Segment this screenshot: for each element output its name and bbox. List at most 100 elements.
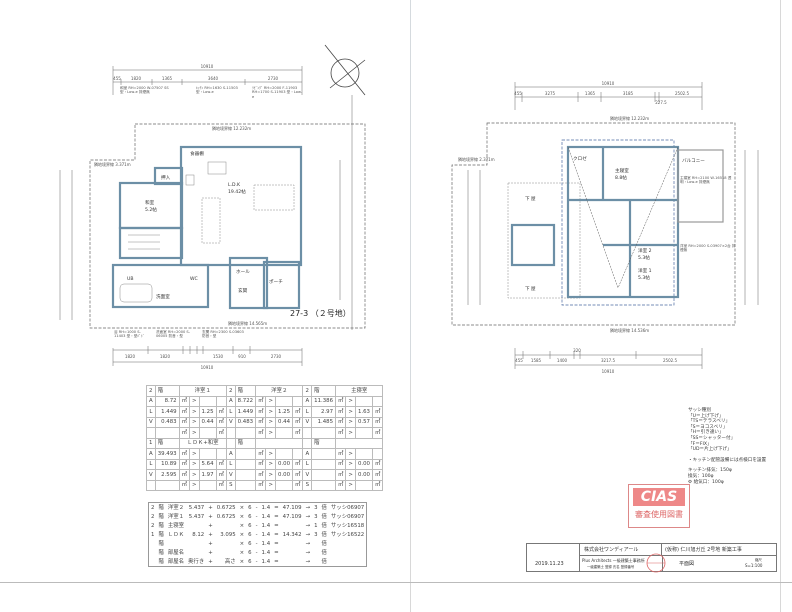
floor-unit: 階	[154, 385, 180, 397]
area-value	[234, 479, 257, 491]
vent-cell: -	[255, 513, 258, 520]
required-value: 0.00	[354, 458, 373, 470]
room-label-bath: UB	[127, 276, 134, 282]
gt: >	[189, 479, 200, 491]
unit: ㎡	[255, 448, 267, 460]
walls	[510, 145, 680, 299]
unit: ㎡	[255, 427, 267, 439]
vent-cell: 部屋名	[167, 549, 185, 556]
vent-cell: 1	[151, 531, 155, 538]
roof-outline	[507, 182, 581, 299]
required-value: 0.00	[354, 469, 373, 481]
dim: 1400	[557, 358, 568, 363]
vent-cell	[149, 539, 157, 548]
balcony	[677, 149, 724, 223]
vent-cell: ×	[239, 549, 245, 556]
sheet-bottom-line	[0, 582, 792, 583]
required-value	[198, 395, 217, 407]
vent-cell: 6	[248, 513, 252, 520]
gt: >	[345, 479, 356, 491]
gt: >	[345, 416, 356, 428]
area-value: 39.493	[154, 448, 180, 460]
gt: >	[189, 448, 200, 460]
vent-cell: 倍	[321, 513, 327, 520]
vent-cell: 3	[314, 504, 318, 511]
floor-unit: 階	[311, 437, 337, 449]
required-value	[354, 427, 373, 439]
required-value	[275, 395, 294, 407]
room-label-hall: ホール	[236, 269, 250, 275]
unit: ㎡	[255, 458, 267, 470]
unit: ㎡	[178, 469, 191, 481]
room-label-ldk: L.D.K	[228, 182, 241, 188]
required-value: 5.64	[198, 458, 217, 470]
vent-cell: 2	[151, 504, 155, 511]
vent-cell: ×	[239, 513, 245, 520]
row-key: V	[225, 416, 236, 428]
scale-value: S=1:100	[745, 563, 763, 568]
gt: >	[265, 458, 276, 470]
vent-cell: 6	[248, 549, 252, 556]
gt: >	[345, 427, 356, 439]
room-name: 洋室２	[255, 385, 304, 397]
floor-number	[302, 437, 313, 449]
vent-cell: 1.4	[261, 522, 271, 529]
window-note: 浴 RH=1000 S-11403 型・型ﾊﾟﾄﾞ	[114, 330, 145, 339]
vent-cell: →	[305, 558, 311, 565]
legend-item: 「TS＝テラスベリ」	[688, 419, 731, 425]
room-name: ＬＤＫ+和室	[178, 437, 227, 449]
window-note: 和室 RH=2000 W-07507 SS 型・Low-e 排煙無	[120, 86, 169, 95]
unit: ㎡	[334, 395, 347, 407]
room-label-lower-roof: 下 屋	[525, 286, 536, 292]
vent-cell	[281, 539, 304, 548]
floor-unit: 階	[311, 385, 337, 397]
unit: ㎡	[334, 427, 347, 439]
vent-cell	[312, 539, 319, 548]
area-value: 1.449	[154, 406, 180, 418]
project-name: (仮称) 仁川旭ガ丘 2号地 新築工事	[662, 544, 776, 556]
required-value	[275, 479, 294, 491]
legend-title: サッシ種別	[688, 408, 711, 413]
unit	[215, 448, 227, 460]
area-value	[311, 458, 337, 470]
area-value	[311, 469, 337, 481]
unit: ㎡	[371, 427, 384, 439]
unit	[371, 395, 384, 407]
vent-cell: 47.109	[282, 504, 302, 511]
row-key	[225, 427, 236, 439]
vent-cell	[312, 548, 319, 557]
vent-cell: +	[208, 558, 213, 565]
vent-cell: ＬＤＫ	[167, 531, 185, 538]
boundary-label: 隣地境界線 14.536m	[610, 327, 649, 333]
vent-cell: ×	[239, 522, 245, 529]
required-value	[198, 427, 217, 439]
unit: ㎡	[255, 406, 267, 418]
drawing-title: 平面図	[679, 561, 695, 567]
gt: >	[189, 416, 200, 428]
vent-cell: -	[255, 522, 258, 529]
dim: 910	[238, 354, 246, 359]
room-name	[255, 437, 304, 449]
dim: 1820	[160, 354, 171, 359]
vent-cell: 階	[158, 504, 164, 511]
vent-cell: -	[255, 504, 258, 511]
vent-cell	[149, 548, 157, 557]
vent-cell: +	[208, 513, 213, 520]
area-value: 2.595	[154, 469, 180, 481]
vent-cell: 1.4	[261, 540, 271, 547]
legend-item: 「U＝上げ下げ」	[688, 413, 724, 419]
unit: ㎡	[334, 469, 347, 481]
gt: >	[265, 427, 276, 439]
vent-cell: -	[255, 531, 258, 538]
row-key: V	[225, 469, 236, 481]
required-value: 0.44	[198, 416, 217, 428]
vent-cell: ×	[239, 540, 245, 547]
gt: >	[189, 406, 200, 418]
legend-item: 「UD＝片上げ下げ」	[688, 447, 732, 453]
